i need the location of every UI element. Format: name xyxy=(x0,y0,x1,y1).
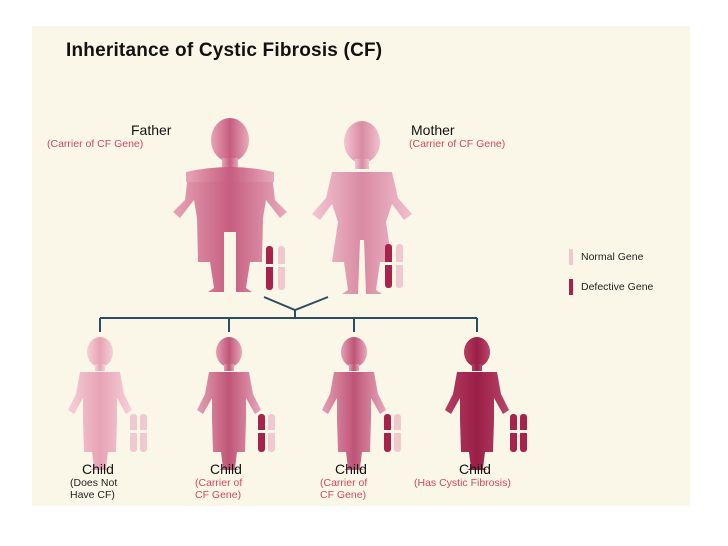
legend-defective-label: Defective Gene xyxy=(581,281,654,293)
child-2-status-line2: CF Gene) xyxy=(195,489,242,501)
mother-chromosomes xyxy=(385,244,403,288)
father-label: Father xyxy=(131,122,172,138)
mother-figure xyxy=(312,121,412,294)
child-1-figure xyxy=(68,337,132,470)
mother-status: (Carrier of CF Gene) xyxy=(409,138,506,150)
child-4-chromosomes xyxy=(510,414,527,452)
father-chromosomes xyxy=(266,246,285,290)
child-4-label: Child xyxy=(459,461,491,477)
child-4-status-line1: (Has Cystic Fibrosis) xyxy=(414,477,511,489)
legend-normal-swatch xyxy=(569,249,573,265)
child-1-status-line1: (Does Not xyxy=(70,477,118,489)
child-1-chromosomes xyxy=(130,414,147,452)
mother-label: Mother xyxy=(411,122,455,138)
child-1-status-line2: Have CF) xyxy=(70,489,115,501)
child-3-chromosomes xyxy=(384,414,401,452)
child-3-figure xyxy=(322,337,386,470)
child-2-status-line1: (Carrier of xyxy=(195,477,243,489)
legend-normal-label: Normal Gene xyxy=(581,251,644,263)
father-figure xyxy=(173,118,287,292)
child-4-figure xyxy=(445,337,509,470)
child-1-label: Child xyxy=(82,461,114,477)
child-2-label: Child xyxy=(210,461,242,477)
father-status: (Carrier of CF Gene) xyxy=(47,138,144,150)
legend-defective-swatch xyxy=(569,279,573,295)
child-3-label: Child xyxy=(335,461,367,477)
child-2-chromosomes xyxy=(258,414,275,452)
child-3-status-line2: CF Gene) xyxy=(320,489,367,501)
connector-lines xyxy=(99,296,478,332)
page-title: Inheritance of Cystic Fibrosis (CF) xyxy=(66,40,383,61)
child-3-status-line1: (Carrier of xyxy=(320,477,368,489)
child-2-figure xyxy=(197,337,261,470)
